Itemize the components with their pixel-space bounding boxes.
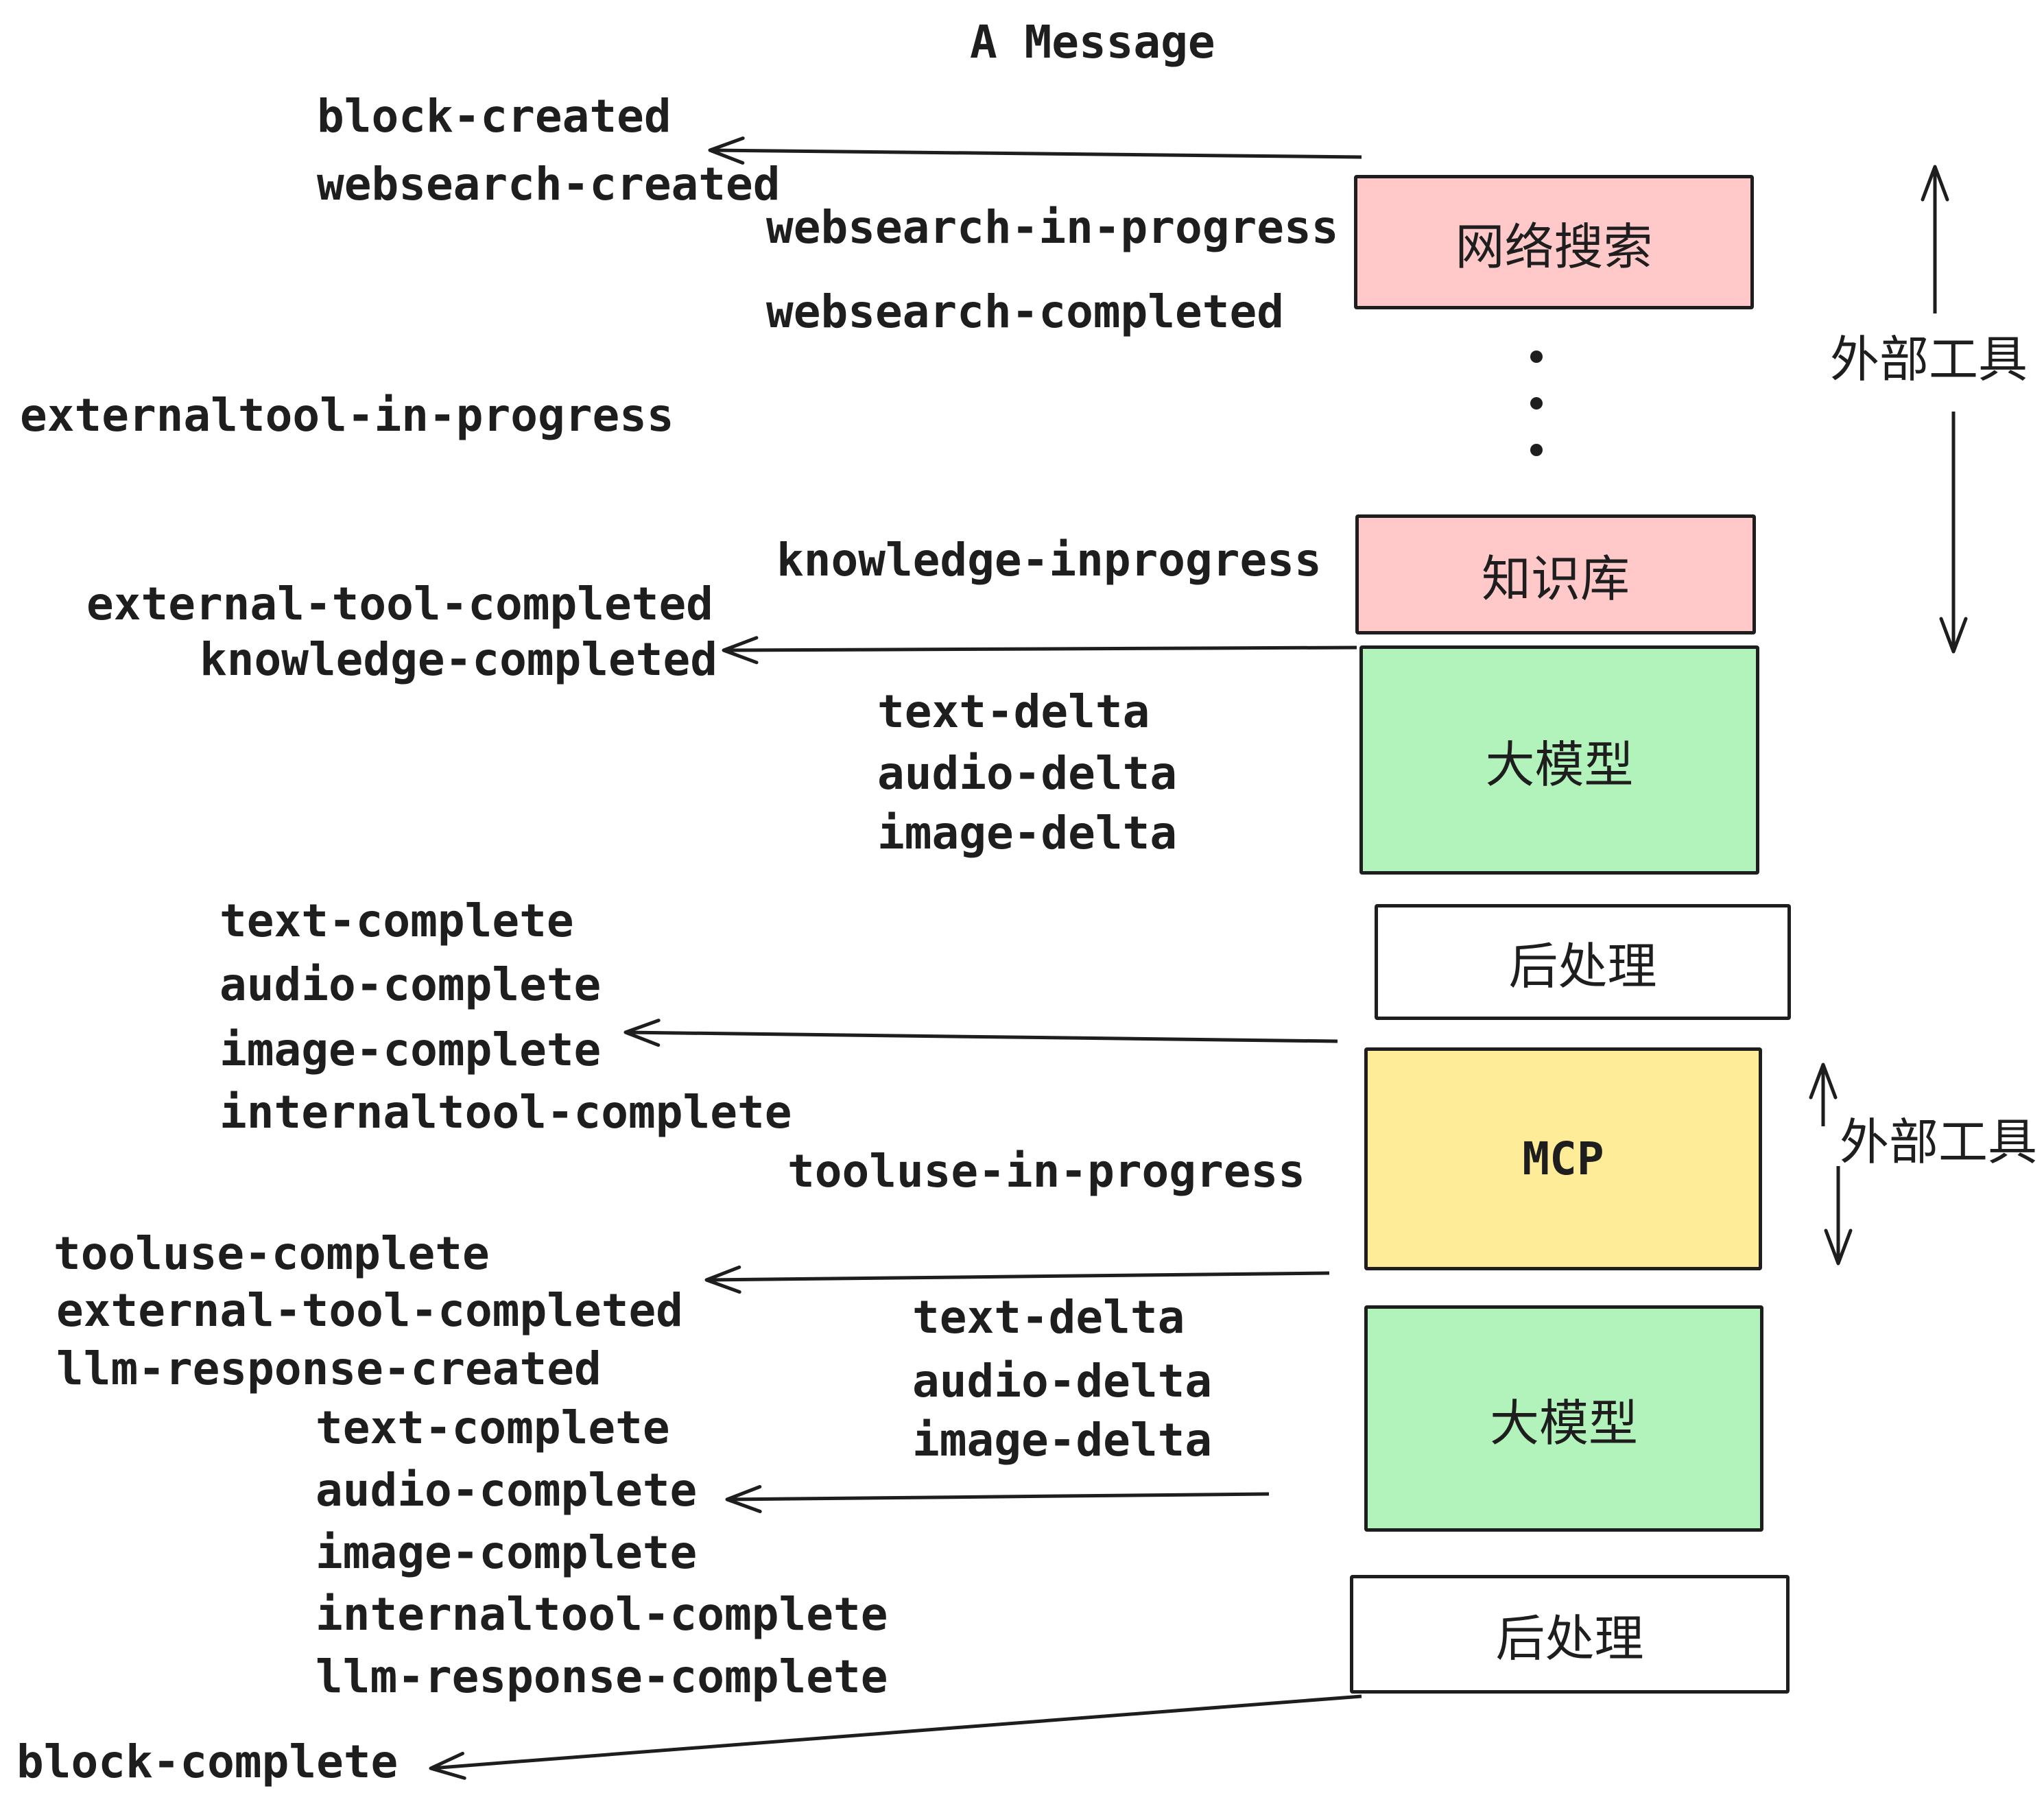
node-post-1: 后处理 — [1375, 904, 1791, 1020]
arrow-to-external-tool-completed — [704, 1265, 1330, 1294]
event-internaltool-complete-1: internaltool-complete — [219, 1086, 792, 1139]
event-websearch-created: websearch-created — [317, 158, 781, 211]
node-llm-2: 大模型 — [1364, 1305, 1763, 1532]
node-mcp-label: MCP — [1522, 1132, 1604, 1185]
external-tools-annotation-1: 外部工具 — [1830, 331, 2028, 388]
node-post-2-label: 后处理 — [1495, 1610, 1644, 1667]
external-tools-annotation-2: 外部工具 — [1840, 1113, 2038, 1171]
node-post-1-label: 后处理 — [1508, 938, 1657, 995]
arrow-to-block-complete — [429, 1694, 1362, 1780]
event-internaltool-complete-2: internaltool-complete — [316, 1588, 888, 1641]
arrow-to-image-complete — [623, 1019, 1338, 1047]
event-external-tool-completed-2: external-tool-completed — [56, 1284, 683, 1337]
event-audio-delta-2: audio-delta — [912, 1355, 1213, 1408]
event-image-delta-2: image-delta — [912, 1414, 1213, 1467]
event-block-created: block-created — [317, 90, 672, 143]
node-mcp: MCP — [1364, 1047, 1762, 1270]
arrow-to-block-created — [708, 137, 1362, 165]
event-text-complete-1: text-complete — [219, 894, 574, 947]
event-knowledge-completed: knowledge-completed — [200, 633, 717, 686]
diagram-title: A Message — [970, 16, 1215, 69]
event-llm-response-complete: llm-response-complete — [316, 1650, 888, 1703]
event-externaltool-in-progress: externaltool-in-progress — [20, 389, 674, 442]
event-knowledge-inprogress: knowledge-inprogress — [776, 534, 1322, 586]
node-knowledge: 知识库 — [1355, 514, 1756, 634]
event-audio-delta-1: audio-delta — [877, 747, 1178, 800]
node-websearch-label: 网络搜索 — [1455, 217, 1653, 276]
arrow-to-knowledge-completed — [722, 636, 1357, 665]
event-llm-response-created: llm-response-created — [56, 1342, 602, 1395]
node-post-2: 后处理 — [1350, 1575, 1790, 1694]
node-llm-1-label: 大模型 — [1485, 735, 1634, 794]
event-text-delta-2: text-delta — [912, 1291, 1185, 1344]
event-block-complete: block-complete — [16, 1735, 399, 1788]
node-knowledge-label: 知识库 — [1481, 550, 1630, 608]
node-llm-2-label: 大模型 — [1489, 1394, 1638, 1452]
event-audio-complete-2: audio-complete — [316, 1464, 698, 1517]
node-websearch: 网络搜索 — [1354, 175, 1754, 309]
event-external-tool-completed-1: external-tool-completed — [86, 578, 713, 630]
event-audio-complete-1: audio-complete — [219, 958, 602, 1011]
event-websearch-in-progress: websearch-in-progress — [766, 201, 1339, 254]
ellipsis-dots — [1530, 351, 1543, 456]
event-text-delta-1: text-delta — [877, 685, 1150, 738]
event-websearch-completed: websearch-completed — [766, 285, 1284, 338]
event-tooluse-complete: tooluse-complete — [54, 1227, 490, 1280]
event-image-delta-1: image-delta — [877, 807, 1178, 859]
arrow-to-audio-complete — [725, 1485, 1270, 1514]
event-image-complete-1: image-complete — [219, 1023, 602, 1076]
event-image-complete-2: image-complete — [316, 1526, 698, 1579]
event-text-complete-2: text-complete — [316, 1401, 670, 1454]
event-tooluse-in-progress: tooluse-in-progress — [787, 1145, 1305, 1198]
node-llm-1: 大模型 — [1359, 645, 1759, 875]
